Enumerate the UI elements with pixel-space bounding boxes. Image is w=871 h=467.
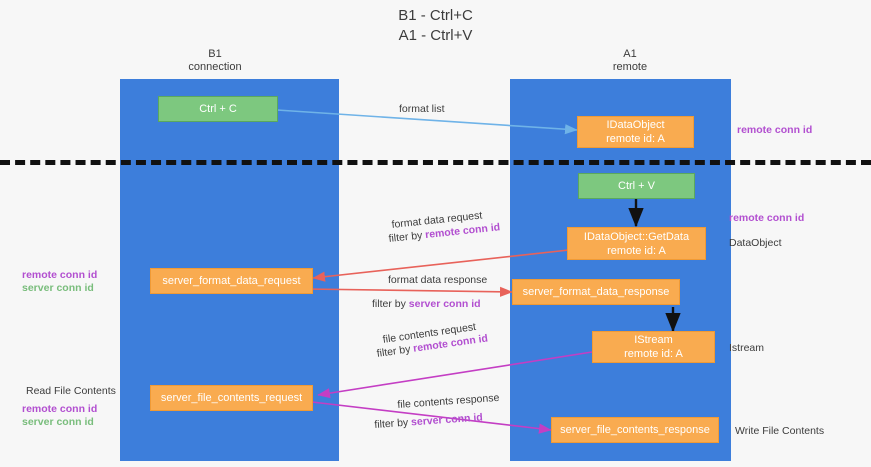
node-file-contents-request-line1: server_file_contents_request <box>160 392 303 404</box>
node-getdata[interactable]: IDataObject::GetData remote id: A <box>567 227 706 260</box>
clipboard-boundary-divider <box>0 160 871 165</box>
edge-label-format-list: format list <box>399 103 445 115</box>
filter-value-server-conn-id: server conn id <box>408 298 481 310</box>
annotation-remote-conn-id-mid: remote conn id <box>729 212 805 224</box>
node-ctrl-c-line1: Ctrl + C <box>199 103 237 115</box>
node-istream-line2: remote id: A <box>624 348 683 360</box>
annotation-read-file-contents: Read File Contents <box>26 385 116 397</box>
edge-label-format-data-response-text: format data response <box>388 274 488 286</box>
filter-prefix: filter by <box>388 229 426 245</box>
node-getdata-line1: IDataObject::GetData <box>583 230 690 243</box>
annotation-istream: Istream <box>729 342 765 354</box>
node-idataobject-new-line2: remote id: A <box>606 133 665 145</box>
filter-prefix: filter by <box>374 416 412 431</box>
annotation-left-remote-conn-id: remote conn id <box>22 269 98 281</box>
annotation-left-server-conn-id: server conn id <box>22 282 94 294</box>
edge-label-format-data-response-filter: filter by server conn id <box>372 298 481 311</box>
node-ctrl-c[interactable]: Ctrl + C <box>158 96 278 122</box>
node-file-contents-response-line1: server_file_contents_response <box>560 424 710 436</box>
node-istream-line1: IStream <box>634 334 673 346</box>
filter-prefix: filter by <box>372 298 409 310</box>
node-istream[interactable]: IStream remote id: A <box>592 331 715 363</box>
node-idataobject-new[interactable]: IDataObject remote id: A <box>577 116 694 148</box>
node-ctrl-v-line1: Ctrl + V <box>618 180 655 192</box>
node-idataobject-new-line1: IDataObject <box>606 119 665 131</box>
annotation-left-remote-conn-id-2: remote conn id <box>22 403 98 415</box>
page-title: B1 - Ctrl+C A1 - Ctrl+V <box>398 7 473 44</box>
annotation-remote-conn-id-top: remote conn id <box>737 124 813 136</box>
node-format-data-response-line1: server_format_data_response <box>522 286 670 298</box>
annotation-dataobject: DataObject <box>729 237 782 249</box>
annotation-left-server-conn-id-2: server conn id <box>22 416 94 428</box>
annotation-write-file-contents: Write File Contents <box>735 425 825 437</box>
node-format-data-response[interactable]: server_format_data_response <box>512 279 680 305</box>
node-format-data-request[interactable]: server_format_data_request <box>150 268 313 294</box>
edge-label-format-data-response: format data response <box>388 274 487 287</box>
node-file-contents-request[interactable]: server_file_contents_request <box>150 385 313 411</box>
node-getdata-line2: remote id: A <box>607 244 666 257</box>
node-ctrl-v[interactable]: Ctrl + V <box>578 173 695 199</box>
node-file-contents-response[interactable]: server_file_contents_response <box>551 417 719 443</box>
lane-header-b1: B1 connection <box>188 48 242 73</box>
node-format-data-request-line1: server_format_data_request <box>162 275 301 287</box>
lane-header-a1: A1 remote <box>612 48 648 73</box>
